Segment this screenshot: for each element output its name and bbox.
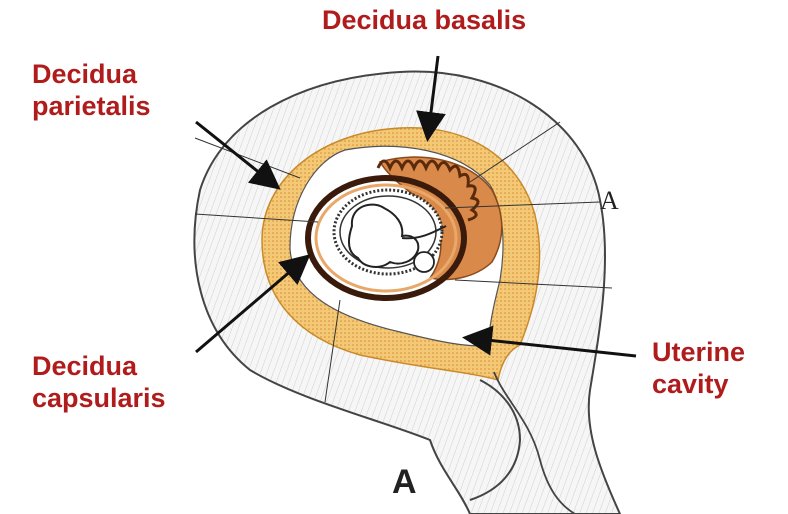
- label-line-1: Uterine: [652, 336, 745, 368]
- label-line-2: parietalis: [32, 90, 151, 122]
- label-text: Decidua basalis: [322, 4, 526, 36]
- label-line-2: cavity: [652, 368, 745, 400]
- figure-panel-letter: A: [392, 463, 417, 502]
- label-decidua-parietalis: Decidua parietalis: [32, 58, 151, 122]
- label-uterine-cavity: Uterine cavity: [652, 336, 745, 400]
- stray-pointer-letter: A: [600, 186, 619, 216]
- yolk-sac: [414, 252, 434, 272]
- label-line-1: Decidua: [32, 350, 166, 382]
- label-line-1: Decidua: [32, 58, 151, 90]
- label-decidua-capsularis: Decidua capsularis: [32, 350, 166, 414]
- label-decidua-basalis: Decidua basalis: [322, 4, 526, 36]
- label-line-2: capsularis: [32, 382, 166, 414]
